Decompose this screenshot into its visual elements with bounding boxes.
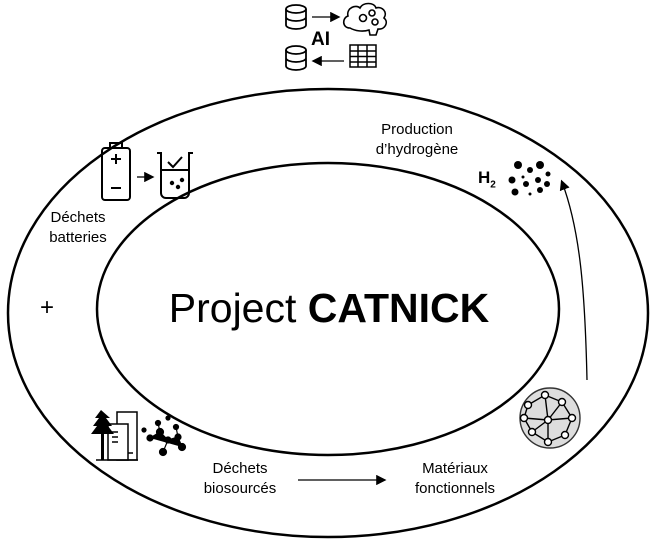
h2-symbol: H bbox=[478, 168, 491, 187]
material-label: Matériaux fonctionnels bbox=[400, 459, 510, 499]
bio-label: Déchets biosourcés bbox=[195, 459, 285, 499]
database-icon bbox=[285, 4, 307, 30]
database-icon-2 bbox=[285, 45, 307, 71]
h2-subscript: 2 bbox=[490, 179, 496, 191]
batteries-line2: batteries bbox=[49, 229, 107, 246]
batteries-line1: Déchets bbox=[50, 209, 106, 226]
material-structure-icon bbox=[519, 387, 581, 449]
battery-icon bbox=[101, 142, 131, 201]
production-line2: d’hydrogène bbox=[375, 141, 459, 158]
beaker-check-icon bbox=[157, 152, 193, 199]
production-label: Production d’hydrogène bbox=[366, 120, 468, 160]
material-line1: Matériaux bbox=[422, 460, 488, 477]
project-title: Project CATNICK bbox=[98, 283, 560, 333]
bio-line1: Déchets bbox=[212, 460, 268, 477]
plus-sign: + bbox=[40, 294, 55, 321]
outer-ellipse bbox=[6, 87, 650, 539]
batteries-label: Déchets batteries bbox=[38, 208, 118, 248]
bio-line2: biosourcés bbox=[203, 480, 277, 497]
molecule-network-icon bbox=[141, 415, 187, 457]
brain-gears-icon bbox=[342, 2, 387, 36]
curved-arrow bbox=[559, 179, 588, 381]
ai-label: AI bbox=[311, 29, 330, 50]
inner-ellipse bbox=[95, 161, 561, 457]
table-icon bbox=[349, 44, 377, 68]
title-name: CATNICK bbox=[307, 285, 490, 331]
h2-label: H2 bbox=[478, 168, 496, 195]
tree-building-icon bbox=[91, 410, 138, 461]
material-line2: fonctionnels bbox=[414, 480, 496, 497]
hydrogen-molecules-icon bbox=[508, 161, 551, 196]
title-prefix: Project bbox=[168, 285, 297, 331]
production-line1: Production bbox=[381, 121, 453, 138]
